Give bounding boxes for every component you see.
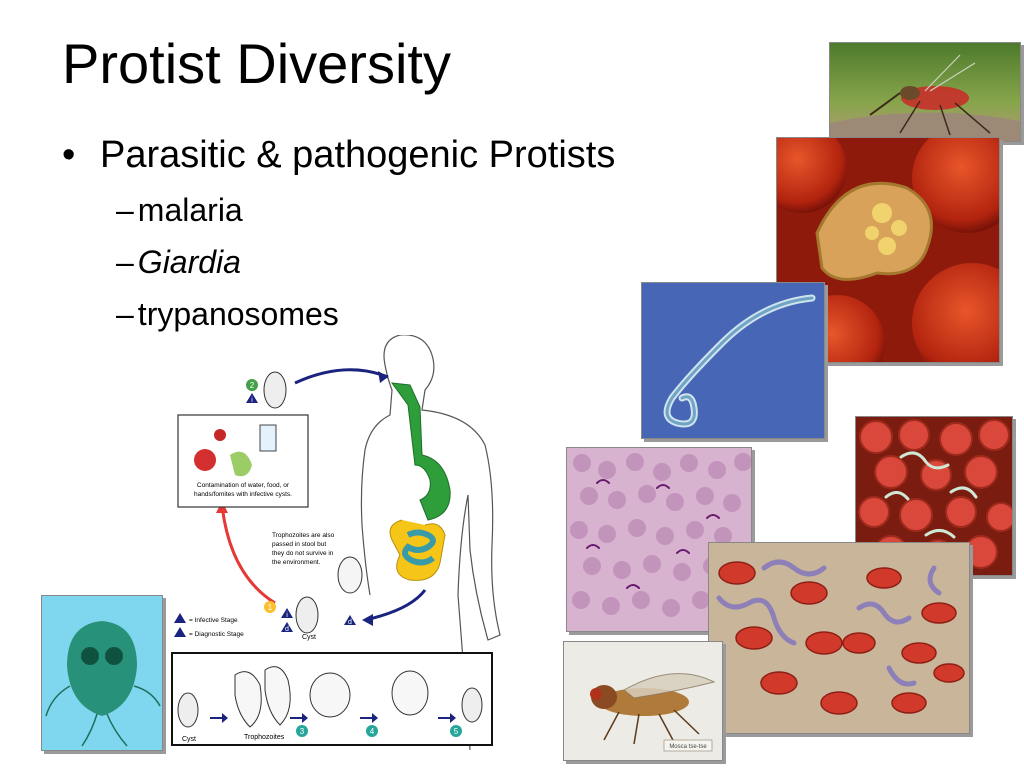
trophozoite-note-3: they do not survive in (272, 550, 334, 557)
slide-title: Protist Diversity (62, 32, 451, 95)
mosquito-photo (829, 42, 1021, 142)
sub-item-giardia: –Giardia (116, 242, 241, 282)
marker-d: d (285, 626, 289, 633)
legend-infective: = Infective Stage (189, 617, 238, 624)
marker-3: 3 (300, 727, 305, 736)
tsetse-caption: Mosca tse-tse (669, 744, 707, 750)
sub-item-dash: – (116, 192, 134, 228)
sub-item-text: Giardia (137, 244, 241, 280)
legend-diagnostic: = Diagnostic Stage (189, 631, 244, 638)
bullet-item: • Parasitic & pathogenic Protists (62, 132, 615, 178)
contamination-line-1: Contamination of water, food, or (197, 482, 290, 489)
contamination-line-2: hands/fomites with infective cysts. (194, 491, 292, 498)
marker-d-2: d (348, 619, 352, 626)
bullet-text: Parasitic & pathogenic Protists (100, 134, 616, 176)
sub-item-dash: – (116, 296, 134, 332)
giardia-micrograph-photo (41, 595, 163, 751)
tsetse-fly-photo: Mosca tse-tse (563, 641, 723, 761)
marker-i-2: i (286, 612, 288, 619)
trophozoite-note-4: the environment. (272, 559, 321, 566)
sub-item-dash: – (116, 244, 134, 280)
bottom-cyst-label: Cyst (182, 736, 196, 743)
trophozoite-note-2: passed in stool but (272, 541, 326, 548)
marker-2: 2 (250, 381, 255, 390)
marker-1: 1 (268, 603, 273, 612)
trophozoite-note-1: Trophozoites are also (272, 532, 335, 539)
sub-item-text: malaria (137, 192, 243, 228)
giardia-lifecycle-diagram: 2 i Contamination of water, food, or han… (170, 334, 510, 751)
marker-4: 4 (370, 727, 375, 736)
worm-micrograph-photo (641, 282, 825, 439)
bullet-marker: • (62, 134, 76, 176)
sub-item-text: trypanosomes (137, 296, 339, 332)
sub-item-malaria: –malaria (116, 190, 243, 230)
marker-i: i (251, 397, 253, 404)
sub-item-trypanosomes: –trypanosomes (116, 294, 339, 334)
bottom-trophozoites-label: Trophozoites (244, 734, 285, 741)
marker-5: 5 (454, 727, 459, 736)
cyst-label: Cyst (302, 634, 316, 641)
trypanosome-large-photo (708, 542, 970, 734)
